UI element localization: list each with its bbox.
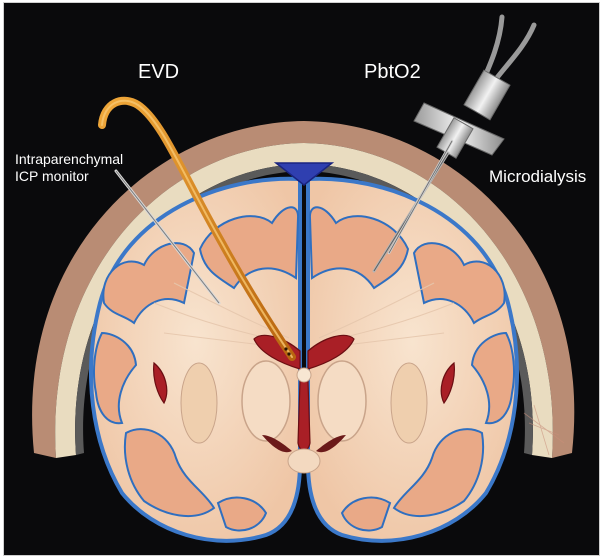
brainstem-cut (288, 449, 320, 473)
illustration-panel: EVD PbtO2 Microdialysis Intraparenchymal… (3, 2, 600, 556)
icp-monitor-label: Intraparenchymal ICP monitor (15, 151, 123, 185)
third-ventricle (298, 381, 310, 451)
left-insula (181, 363, 217, 443)
pbto2-label: PbtO2 (364, 61, 421, 84)
septum-pellucidum (297, 368, 311, 382)
right-insula (391, 363, 427, 443)
evd-label: EVD (138, 61, 179, 84)
brain-coronal-section (4, 3, 600, 556)
left-thalamus (242, 361, 290, 441)
right-thalamus (318, 361, 366, 441)
icp-label-line2: ICP monitor (15, 168, 123, 185)
icp-label-line1: Intraparenchymal (15, 151, 123, 168)
microdialysis-label: Microdialysis (489, 167, 586, 187)
